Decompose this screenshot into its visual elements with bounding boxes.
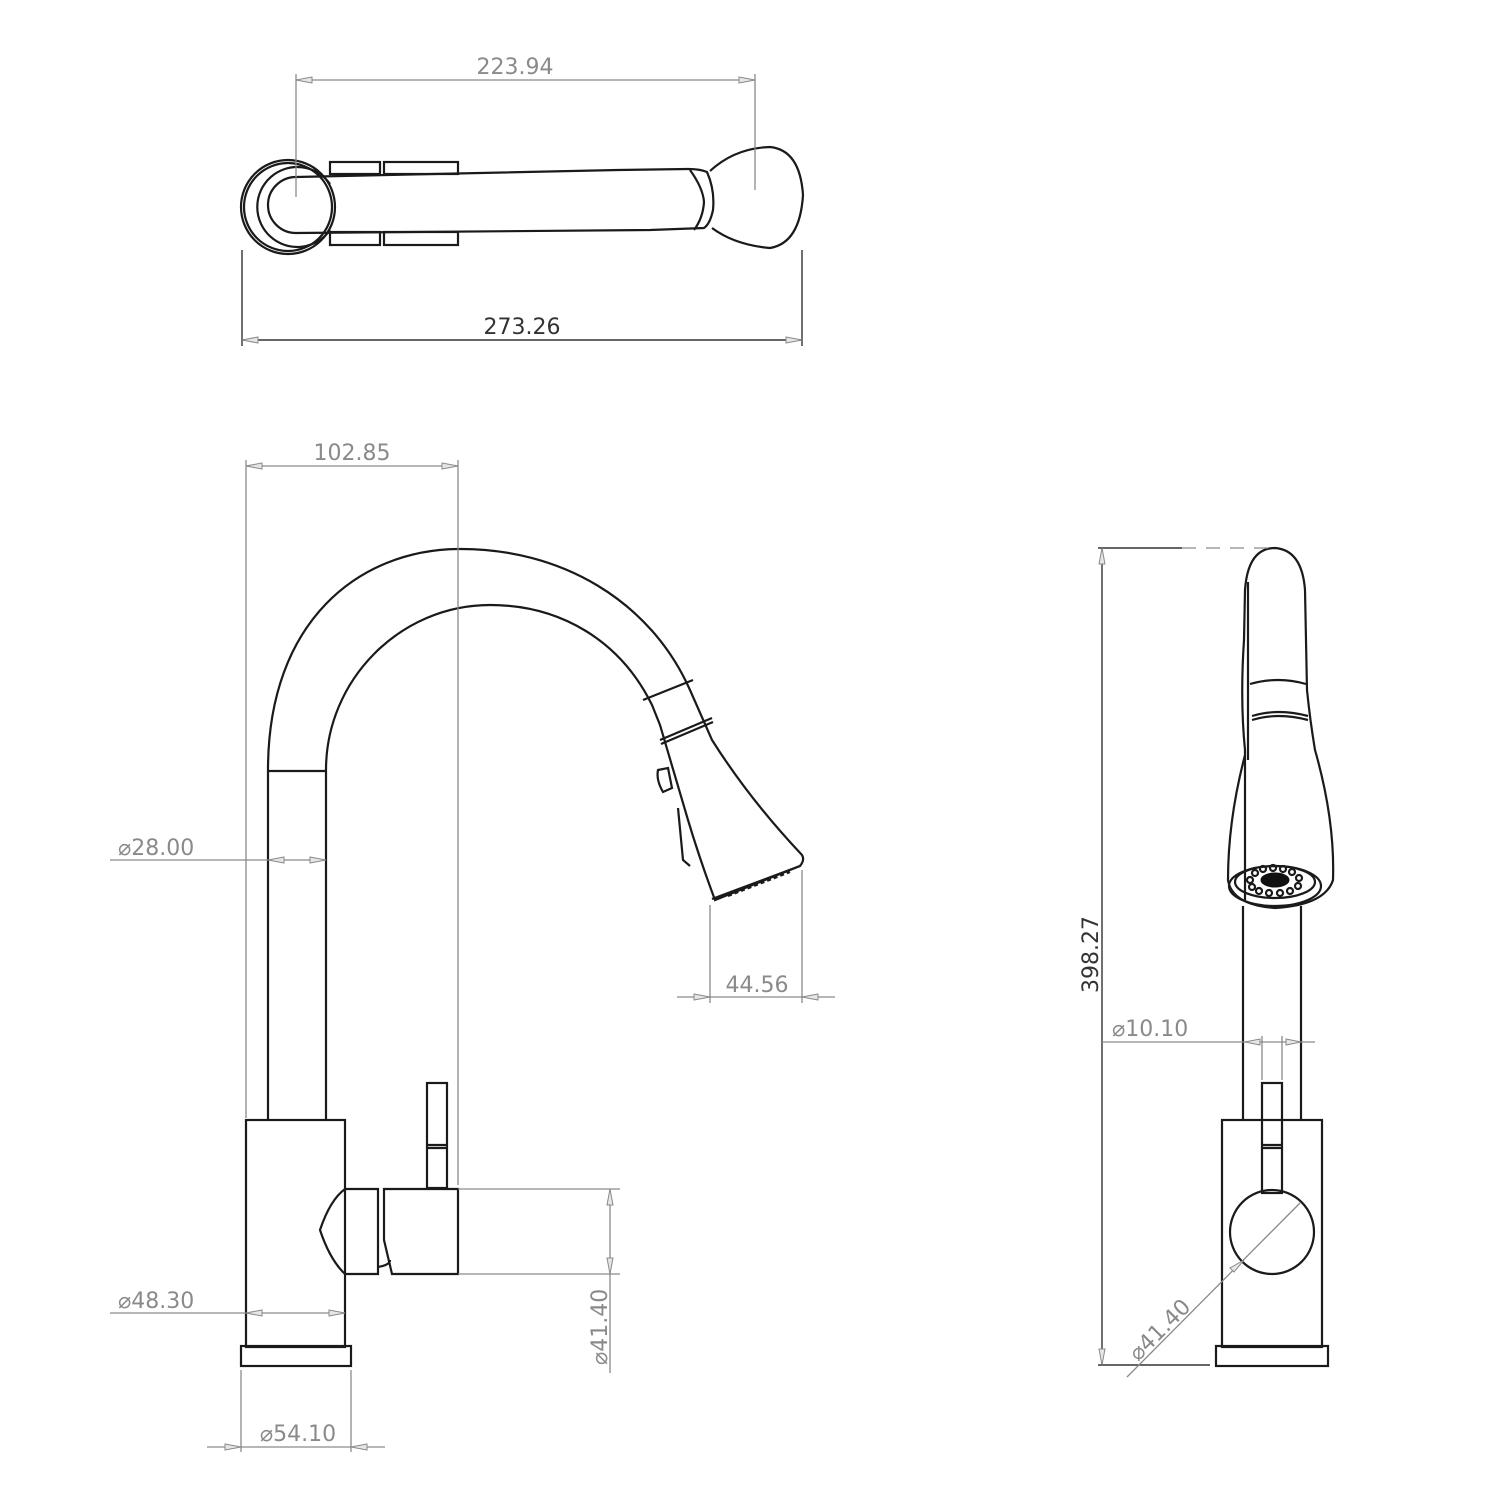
dim-body-diameter: ⌀48.30 [118, 1289, 194, 1314]
side-view: 398.27 ⌀10.10 ⌀41.40 [1079, 546, 1335, 1378]
top-view: 223.94 273.26 [239, 55, 805, 346]
dim-spray-head-width: 44.56 [726, 973, 789, 998]
front-view: 102.85 ⌀28.00 44.56 ⌀48.30 ⌀54.10 ⌀41.40 [110, 441, 835, 1452]
dim-spout-diameter: ⌀28.00 [118, 836, 194, 861]
dim-arc-offset: 102.85 [314, 441, 391, 466]
dim-lever-diameter: ⌀10.10 [1112, 1017, 1188, 1042]
dim-base-diameter: ⌀54.10 [260, 1422, 336, 1447]
dim-handle-hub-diameter-side: ⌀41.40 [1125, 1295, 1197, 1367]
dim-handle-hub-diameter-front: ⌀41.40 [588, 1289, 613, 1365]
dim-spout-reach: 223.94 [477, 55, 554, 80]
dim-overall-length: 273.26 [484, 315, 561, 340]
dim-overall-height: 398.27 [1079, 916, 1104, 993]
nozzle-holes-icon [1245, 863, 1304, 898]
